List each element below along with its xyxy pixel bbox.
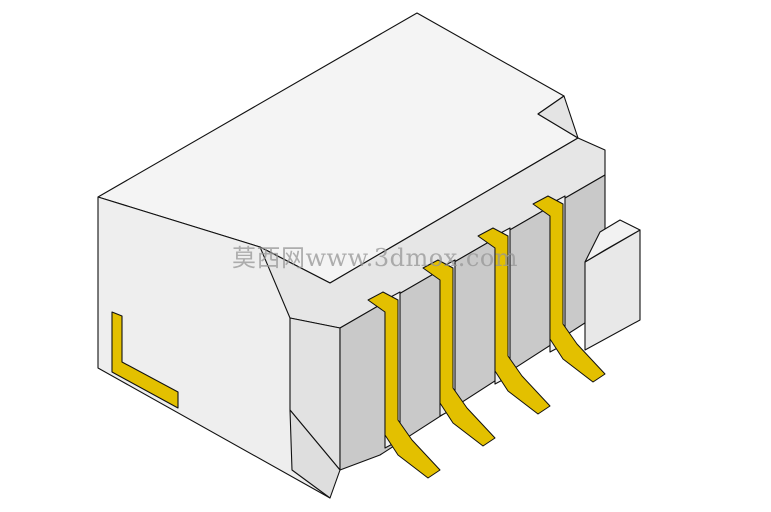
side-mount-tab	[111, 311, 179, 409]
housing-right-block-top	[584, 219, 641, 263]
housing-notch	[537, 95, 579, 139]
pin-4	[532, 195, 606, 383]
pin-2	[422, 259, 496, 447]
pin-3	[477, 227, 551, 415]
housing-bottom-block	[289, 409, 341, 499]
pin-1	[367, 291, 441, 479]
watermark-text: 莫西网www.3dmox.com	[232, 244, 519, 272]
